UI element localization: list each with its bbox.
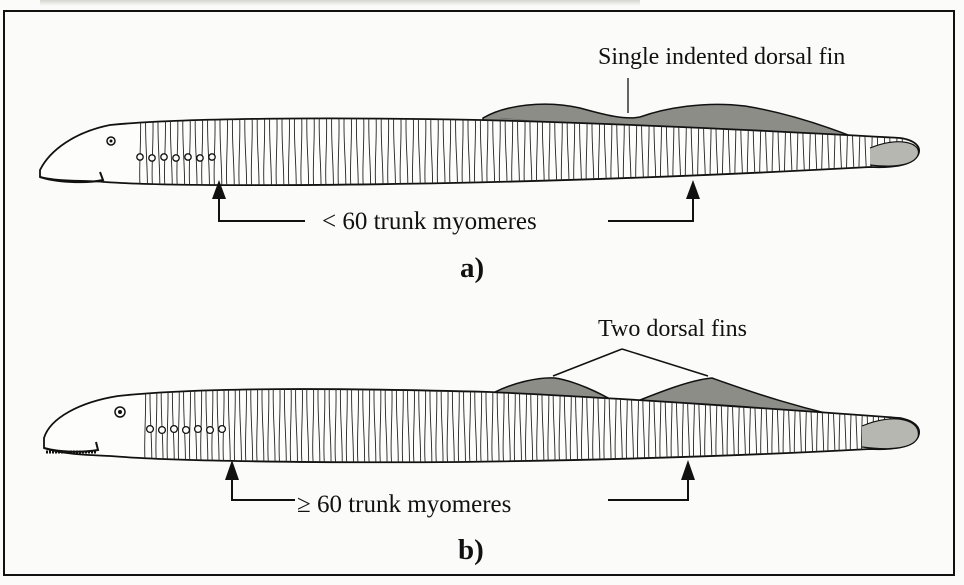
panel-a-lamprey bbox=[40, 78, 919, 221]
gill-opening bbox=[185, 154, 191, 160]
panel-b-label: b) bbox=[458, 534, 484, 567]
panel-b-arrow-left bbox=[225, 460, 239, 480]
gill-opening bbox=[147, 426, 154, 433]
panel-b-bracket-left bbox=[232, 480, 295, 500]
gill-opening bbox=[137, 154, 143, 160]
gill-opening bbox=[197, 155, 203, 161]
panel-a-arrow-right bbox=[686, 180, 700, 199]
panel-a-bracket-left bbox=[219, 198, 305, 221]
gill-opening bbox=[159, 427, 166, 434]
panel-b-fin-label: Two dorsal fins bbox=[598, 316, 747, 343]
gill-opening bbox=[161, 154, 167, 160]
gill-opening bbox=[207, 427, 214, 434]
panel-b-arrow-right bbox=[681, 460, 695, 480]
gill-opening bbox=[183, 427, 190, 434]
gill-opening bbox=[209, 154, 215, 160]
panel-a-bracket-right bbox=[608, 198, 693, 221]
panel-a-pupil bbox=[110, 140, 113, 143]
panel-a-tail-fin bbox=[870, 142, 918, 166]
panel-b-bracket-right bbox=[608, 480, 688, 500]
gill-opening bbox=[195, 426, 202, 433]
gill-opening bbox=[173, 155, 179, 161]
panel-b-myomere-label: ≥ 60 trunk myomeres bbox=[297, 491, 511, 519]
gill-opening bbox=[219, 426, 226, 433]
gill-opening bbox=[149, 155, 155, 161]
panel-a-label: a) bbox=[460, 252, 484, 285]
panel-b-fin-pointer-1 bbox=[553, 349, 622, 376]
gill-opening bbox=[171, 426, 178, 433]
panel-b-lamprey bbox=[44, 349, 919, 500]
panel-b-pupil bbox=[118, 410, 122, 414]
panel-b-tail-fin bbox=[862, 419, 918, 449]
panel-a-fin-label: Single indented dorsal fin bbox=[598, 44, 845, 71]
panel-a-myomere-label: < 60 trunk myomeres bbox=[322, 208, 537, 236]
panel-b-fin-pointer-2 bbox=[622, 349, 708, 376]
